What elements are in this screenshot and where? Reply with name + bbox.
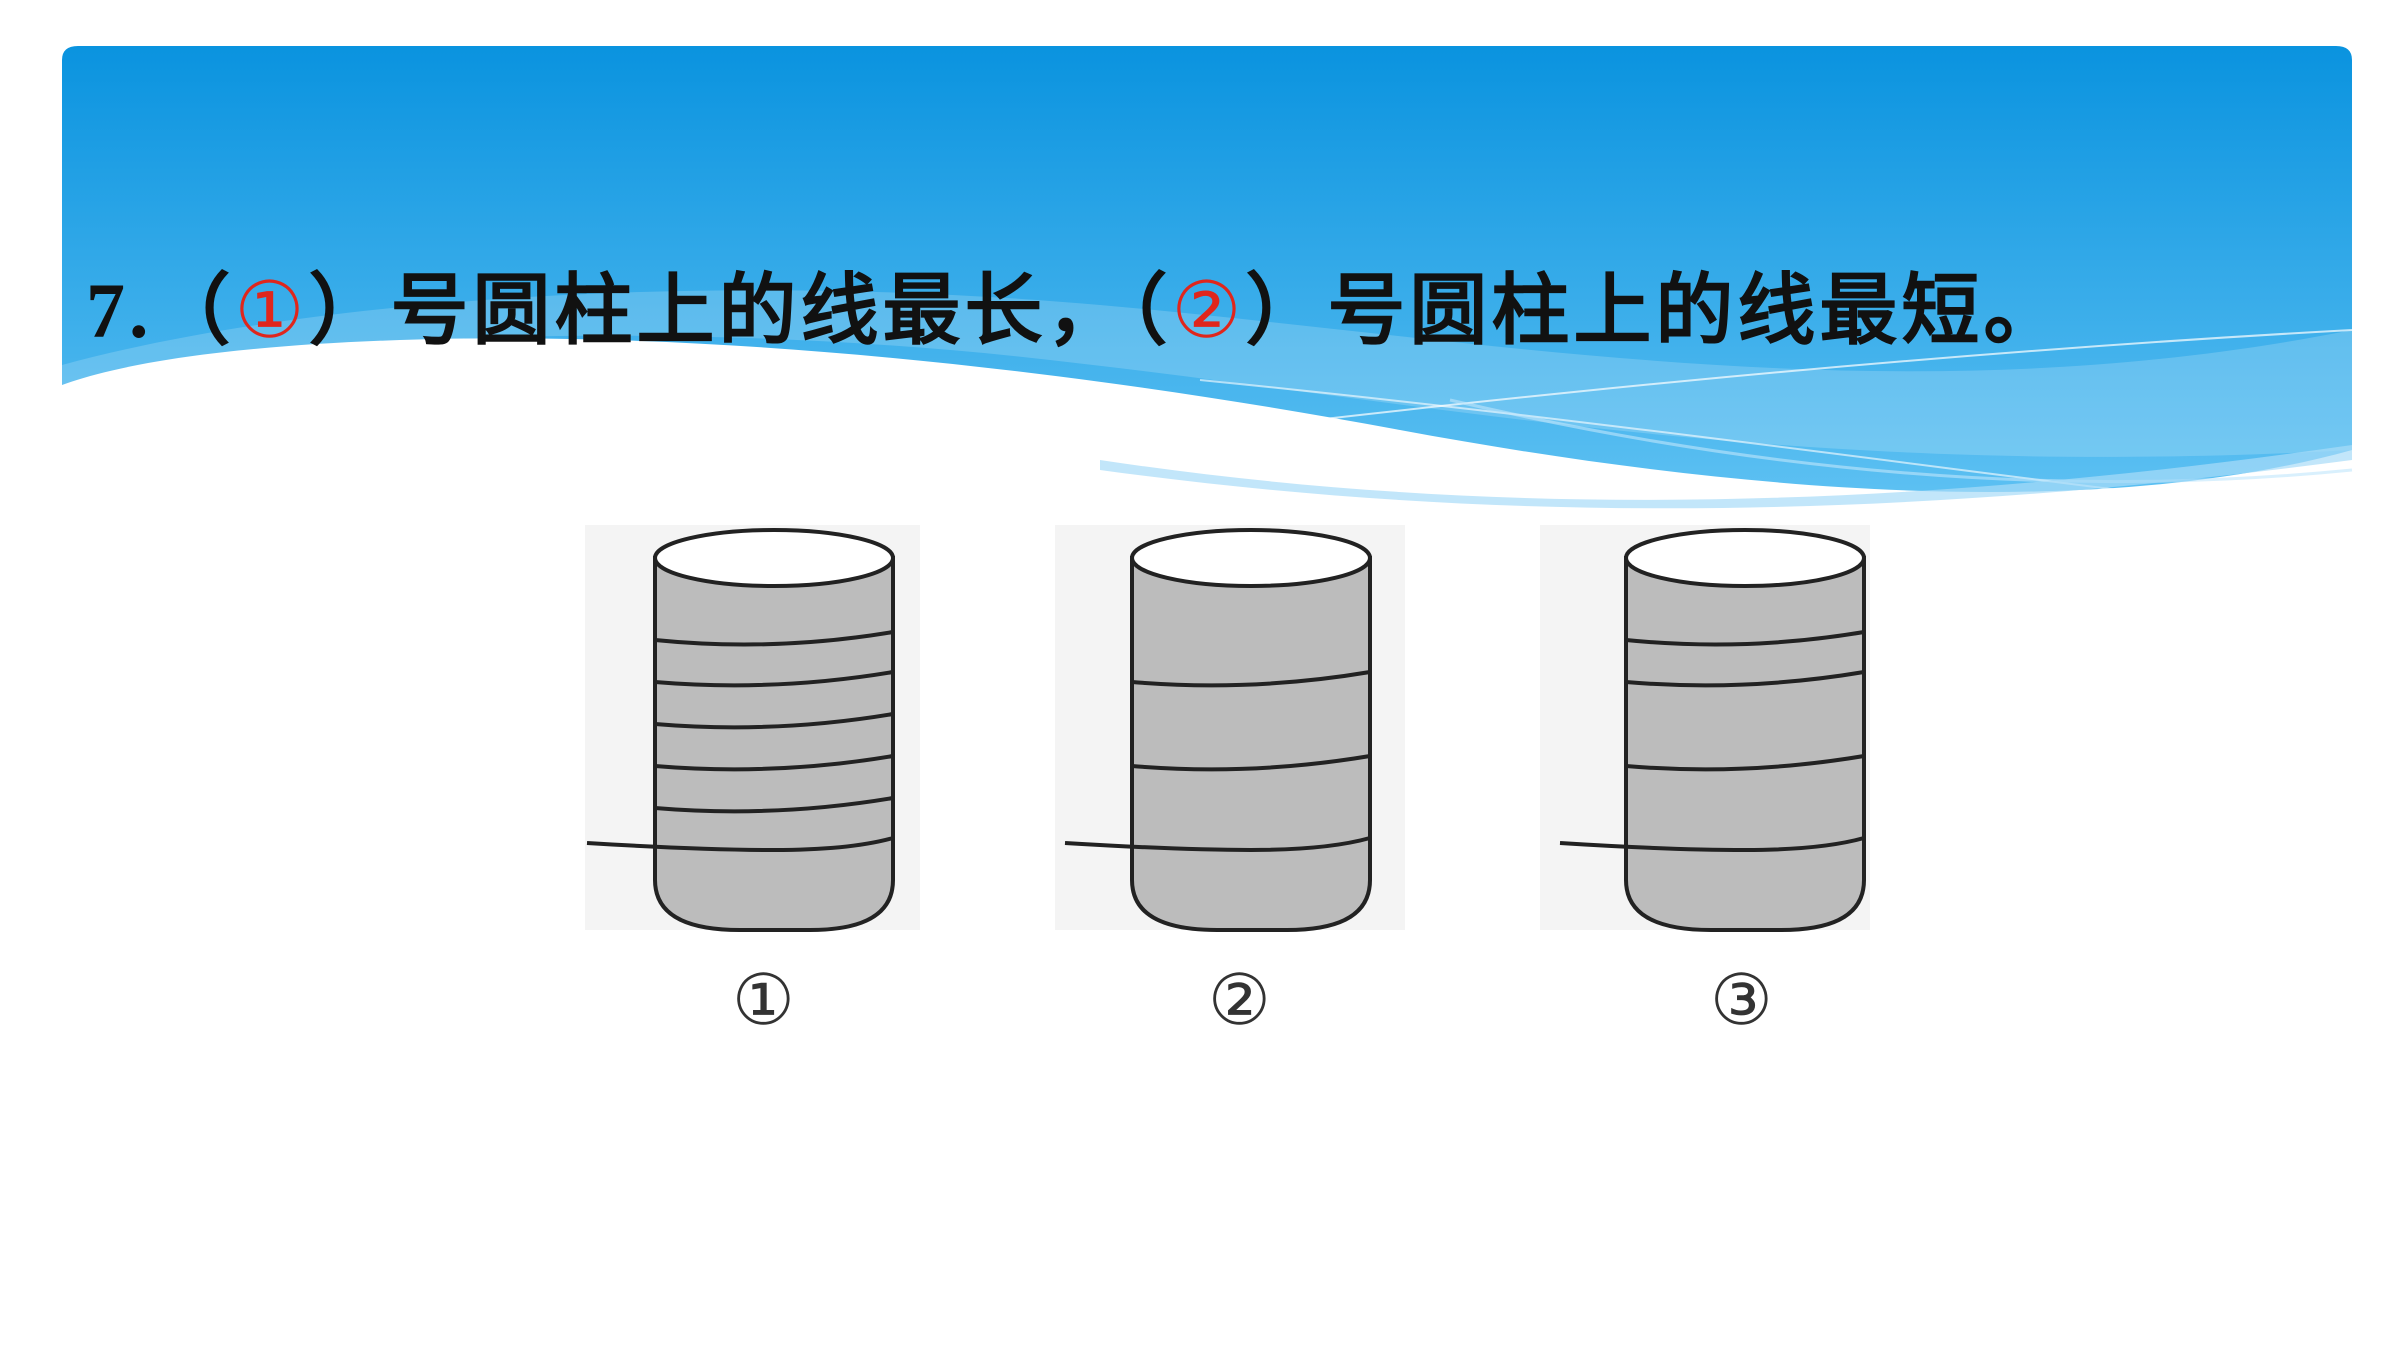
answer-1: ①	[234, 266, 309, 356]
cylinder-label-3: ③	[1710, 959, 1773, 1041]
question-text: 7.（①）号圆柱上的线最长，（②）号圆柱上的线最短。	[86, 272, 2065, 351]
question-number: 7.	[86, 267, 153, 354]
cylinder-label-2: ②	[1208, 959, 1271, 1041]
cylinder-2	[1055, 525, 1405, 932]
cylinder-label-1: ①	[732, 959, 795, 1041]
header-banner	[62, 46, 2353, 509]
answer-2: ②	[1171, 266, 1246, 356]
question-paren-open: （	[152, 265, 235, 356]
cylinder-1	[585, 525, 920, 932]
question-part-2: ）号圆柱上的线最短。	[1245, 265, 2066, 356]
cylinder-3	[1540, 525, 1870, 932]
question-part-1: ）号圆柱上的线最长，（	[308, 265, 1172, 356]
